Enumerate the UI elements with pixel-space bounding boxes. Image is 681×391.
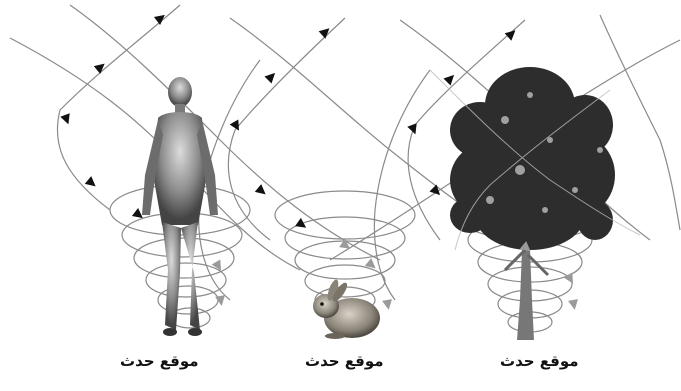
spiral-rabbit (275, 191, 415, 313)
arrow-marker (429, 184, 443, 198)
arrow-marker (365, 258, 379, 272)
arrow-marker (505, 27, 519, 41)
trajectory-line (70, 5, 380, 260)
arrow-markers (60, 11, 518, 232)
event-location-label-human: موقع حدث (120, 352, 199, 370)
arrow-marker (407, 123, 420, 136)
arrow-marker (212, 260, 226, 274)
arrow-marker (295, 218, 309, 232)
rabbit (313, 278, 380, 339)
arrow-marker (255, 184, 269, 198)
trajectory-line (374, 70, 430, 300)
trajectory-line (228, 18, 345, 240)
arrow-marker (382, 299, 394, 311)
event-location-label-rabbit: موقع حدث (305, 352, 384, 370)
event-location-label-tree: موقع حدث (500, 352, 579, 370)
arrow-marker (94, 60, 108, 74)
arrow-marker (264, 69, 278, 83)
arrow-marker (230, 120, 244, 134)
arrow-marker (60, 113, 73, 126)
arrow-marker (85, 176, 99, 190)
arrow-marker (568, 299, 580, 311)
